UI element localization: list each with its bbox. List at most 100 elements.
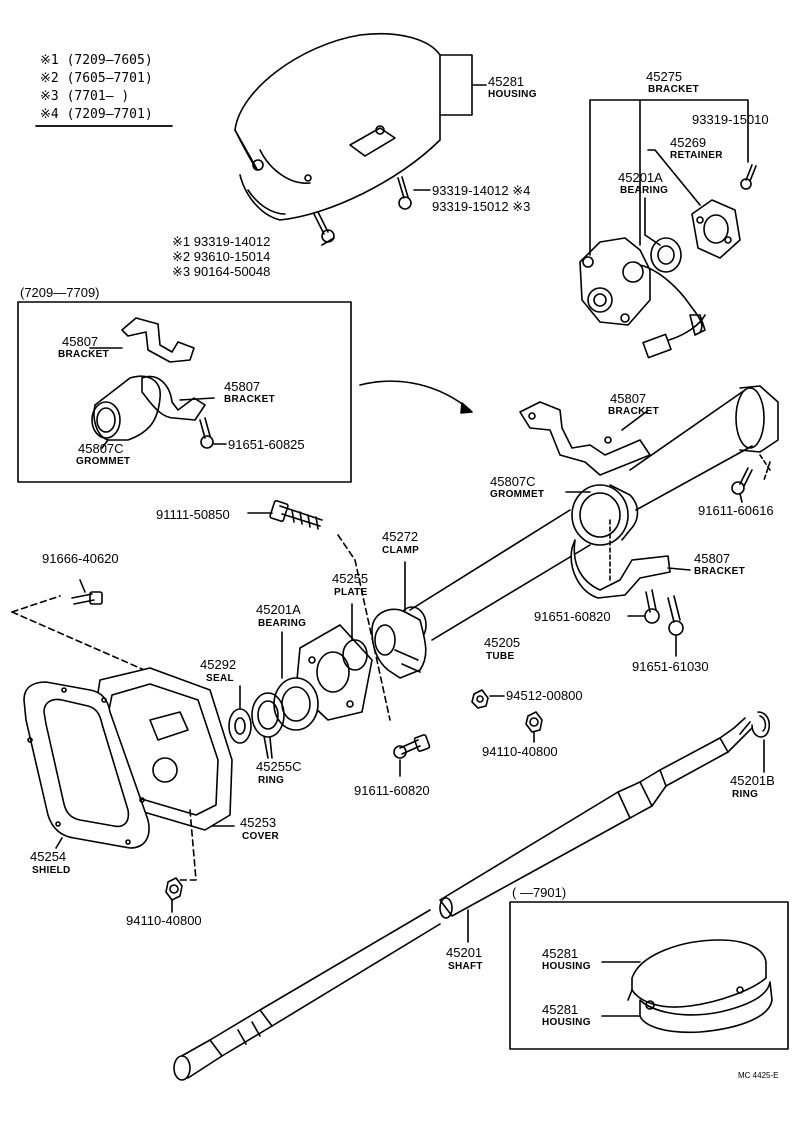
screw-15010-label: 93319-15010 [692,112,769,127]
screw-b-label: 93319-15012 ※3 [432,199,531,214]
bolt-616-label: 91611-60616 [698,503,774,518]
inset-a-grommet [91,375,161,441]
inset-b-housing-lower [639,981,773,1034]
housing-screw-3: ※3 90164-50048 [172,264,271,279]
bracket-a1-number: 45807 [62,334,99,349]
bearing-lower [251,677,319,738]
column-tube [397,385,779,644]
legend-row-2: ※2 (7605—7701) [40,71,153,86]
housing-screw-1: ※1 93319-14012 [172,234,271,249]
screw-housing-right [397,176,412,210]
main-grommet [571,484,639,546]
tube-name: TUBE [486,651,515,662]
clamp-45272 [371,608,427,679]
bolt-820b-label: 91611-60820 [354,783,430,798]
nut-40800a [525,711,543,733]
bolt-a-label: 91651-60825 [228,437,305,452]
shaft-number: 45201 [446,945,483,960]
bracket-45275-name: BRACKET [648,84,699,95]
screw-housing-left [313,211,335,243]
seal-number: 45292 [200,657,237,672]
nut-40800b-label: 94110-40800 [126,913,202,928]
retainer-45269 [691,199,741,259]
bolt-1030 [667,595,684,636]
column-housing-top [234,32,441,221]
legend-row-3: ※3 (7701— ) [40,89,130,104]
inset-b-range: ( —7901) [512,885,567,900]
ring-c-number: 45255C [256,759,302,774]
cover-name: COVER [242,831,280,842]
steering-shaft [173,717,753,1081]
bearing-upper-number: 45201A [618,170,663,185]
inset-a-bracket-lower [141,375,206,421]
bolt-820b [393,734,431,759]
bracket-main1-name: BRACKET [608,406,659,417]
inset-a-bracket-upper [121,317,195,363]
housing-b1-number: 45281 [542,946,579,961]
shield-name: SHIELD [32,865,71,876]
housing-b1-name: HOUSING [542,961,591,972]
housing-b2-name: HOUSING [542,1017,591,1028]
main-bracket-upper [519,401,651,476]
bracket-main2-name: BRACKET [694,566,745,577]
diagram-reference-code: MC 4425-E [738,1071,779,1080]
bracket-45275-number: 45275 [646,69,683,84]
grommet-main-number: 45807C [490,474,536,489]
shaft-name: SHAFT [448,961,483,972]
housing-b2-number: 45281 [542,1002,579,1017]
legend-row-4: ※4 (7209—7701) [40,107,153,122]
bracket-a2-number: 45807 [224,379,261,394]
screw-15010 [740,164,757,190]
housing-top-name: HOUSING [488,89,537,100]
nut-40800b [165,877,183,901]
bearing-lower-name: BEARING [258,618,307,629]
bracket-main1-number: 45807 [610,391,647,406]
inset-a-range: (7209—7709) [20,285,100,300]
ring-b-name: RING [732,789,759,800]
inset-b-housing-upper [627,939,767,1008]
shield-45254 [23,681,150,849]
bracket-main2-number: 45807 [694,551,731,566]
seal-45292 [228,708,252,744]
bolt-850 [269,499,323,530]
bracket-a2-name: BRACKET [224,394,275,405]
bolt-850-label: 91111-50850 [156,507,230,522]
upper-bracket-45275 [579,237,706,359]
grommet-a-number: 45807C [78,441,124,456]
bolt-1030-label: 91651-61030 [632,659,709,674]
grommet-a-name: GROMMET [76,456,131,467]
bolt-820a-label: 91651-60820 [534,609,611,624]
ring-45201b [751,711,771,738]
retainer-number: 45269 [670,135,707,150]
bolt-620 [71,591,103,605]
nut-40800a-label: 94110-40800 [482,744,558,759]
bolt-616 [731,467,753,495]
bearing-upper [650,237,682,273]
tube-number: 45205 [484,635,521,650]
nut-800-label: 94512-00800 [506,688,583,703]
housing-top-number: 45281 [488,74,525,89]
plate-number: 45255 [332,571,369,586]
retainer-name: RETAINER [670,150,723,161]
bearing-upper-name: BEARING [620,185,669,196]
grommet-main-name: GROMMET [490,489,545,500]
bolt-820a [644,589,660,624]
cover-number: 45253 [240,815,277,830]
bearing-lower-number: 45201A [256,602,301,617]
legend-row-1: ※1 (7209—7605) [40,53,153,68]
shield-number: 45254 [30,849,67,864]
bracket-a1-name: BRACKET [58,349,109,360]
plate-name: PLATE [334,587,368,598]
inset-a-bolt [199,417,214,449]
bolt-620-label: 91666-40620 [42,551,119,566]
ring-c-name: RING [258,775,285,786]
clamp-name: CLAMP [382,545,420,556]
nut-800 [471,689,489,709]
clamp-number: 45272 [382,529,419,544]
housing-screw-2: ※2 93610-15014 [172,249,271,264]
ring-b-number: 45201B [730,773,775,788]
main-bracket-lower [570,539,671,599]
seal-name: SEAL [206,673,234,684]
screw-a-label: 93319-14012 ※4 [432,183,531,198]
